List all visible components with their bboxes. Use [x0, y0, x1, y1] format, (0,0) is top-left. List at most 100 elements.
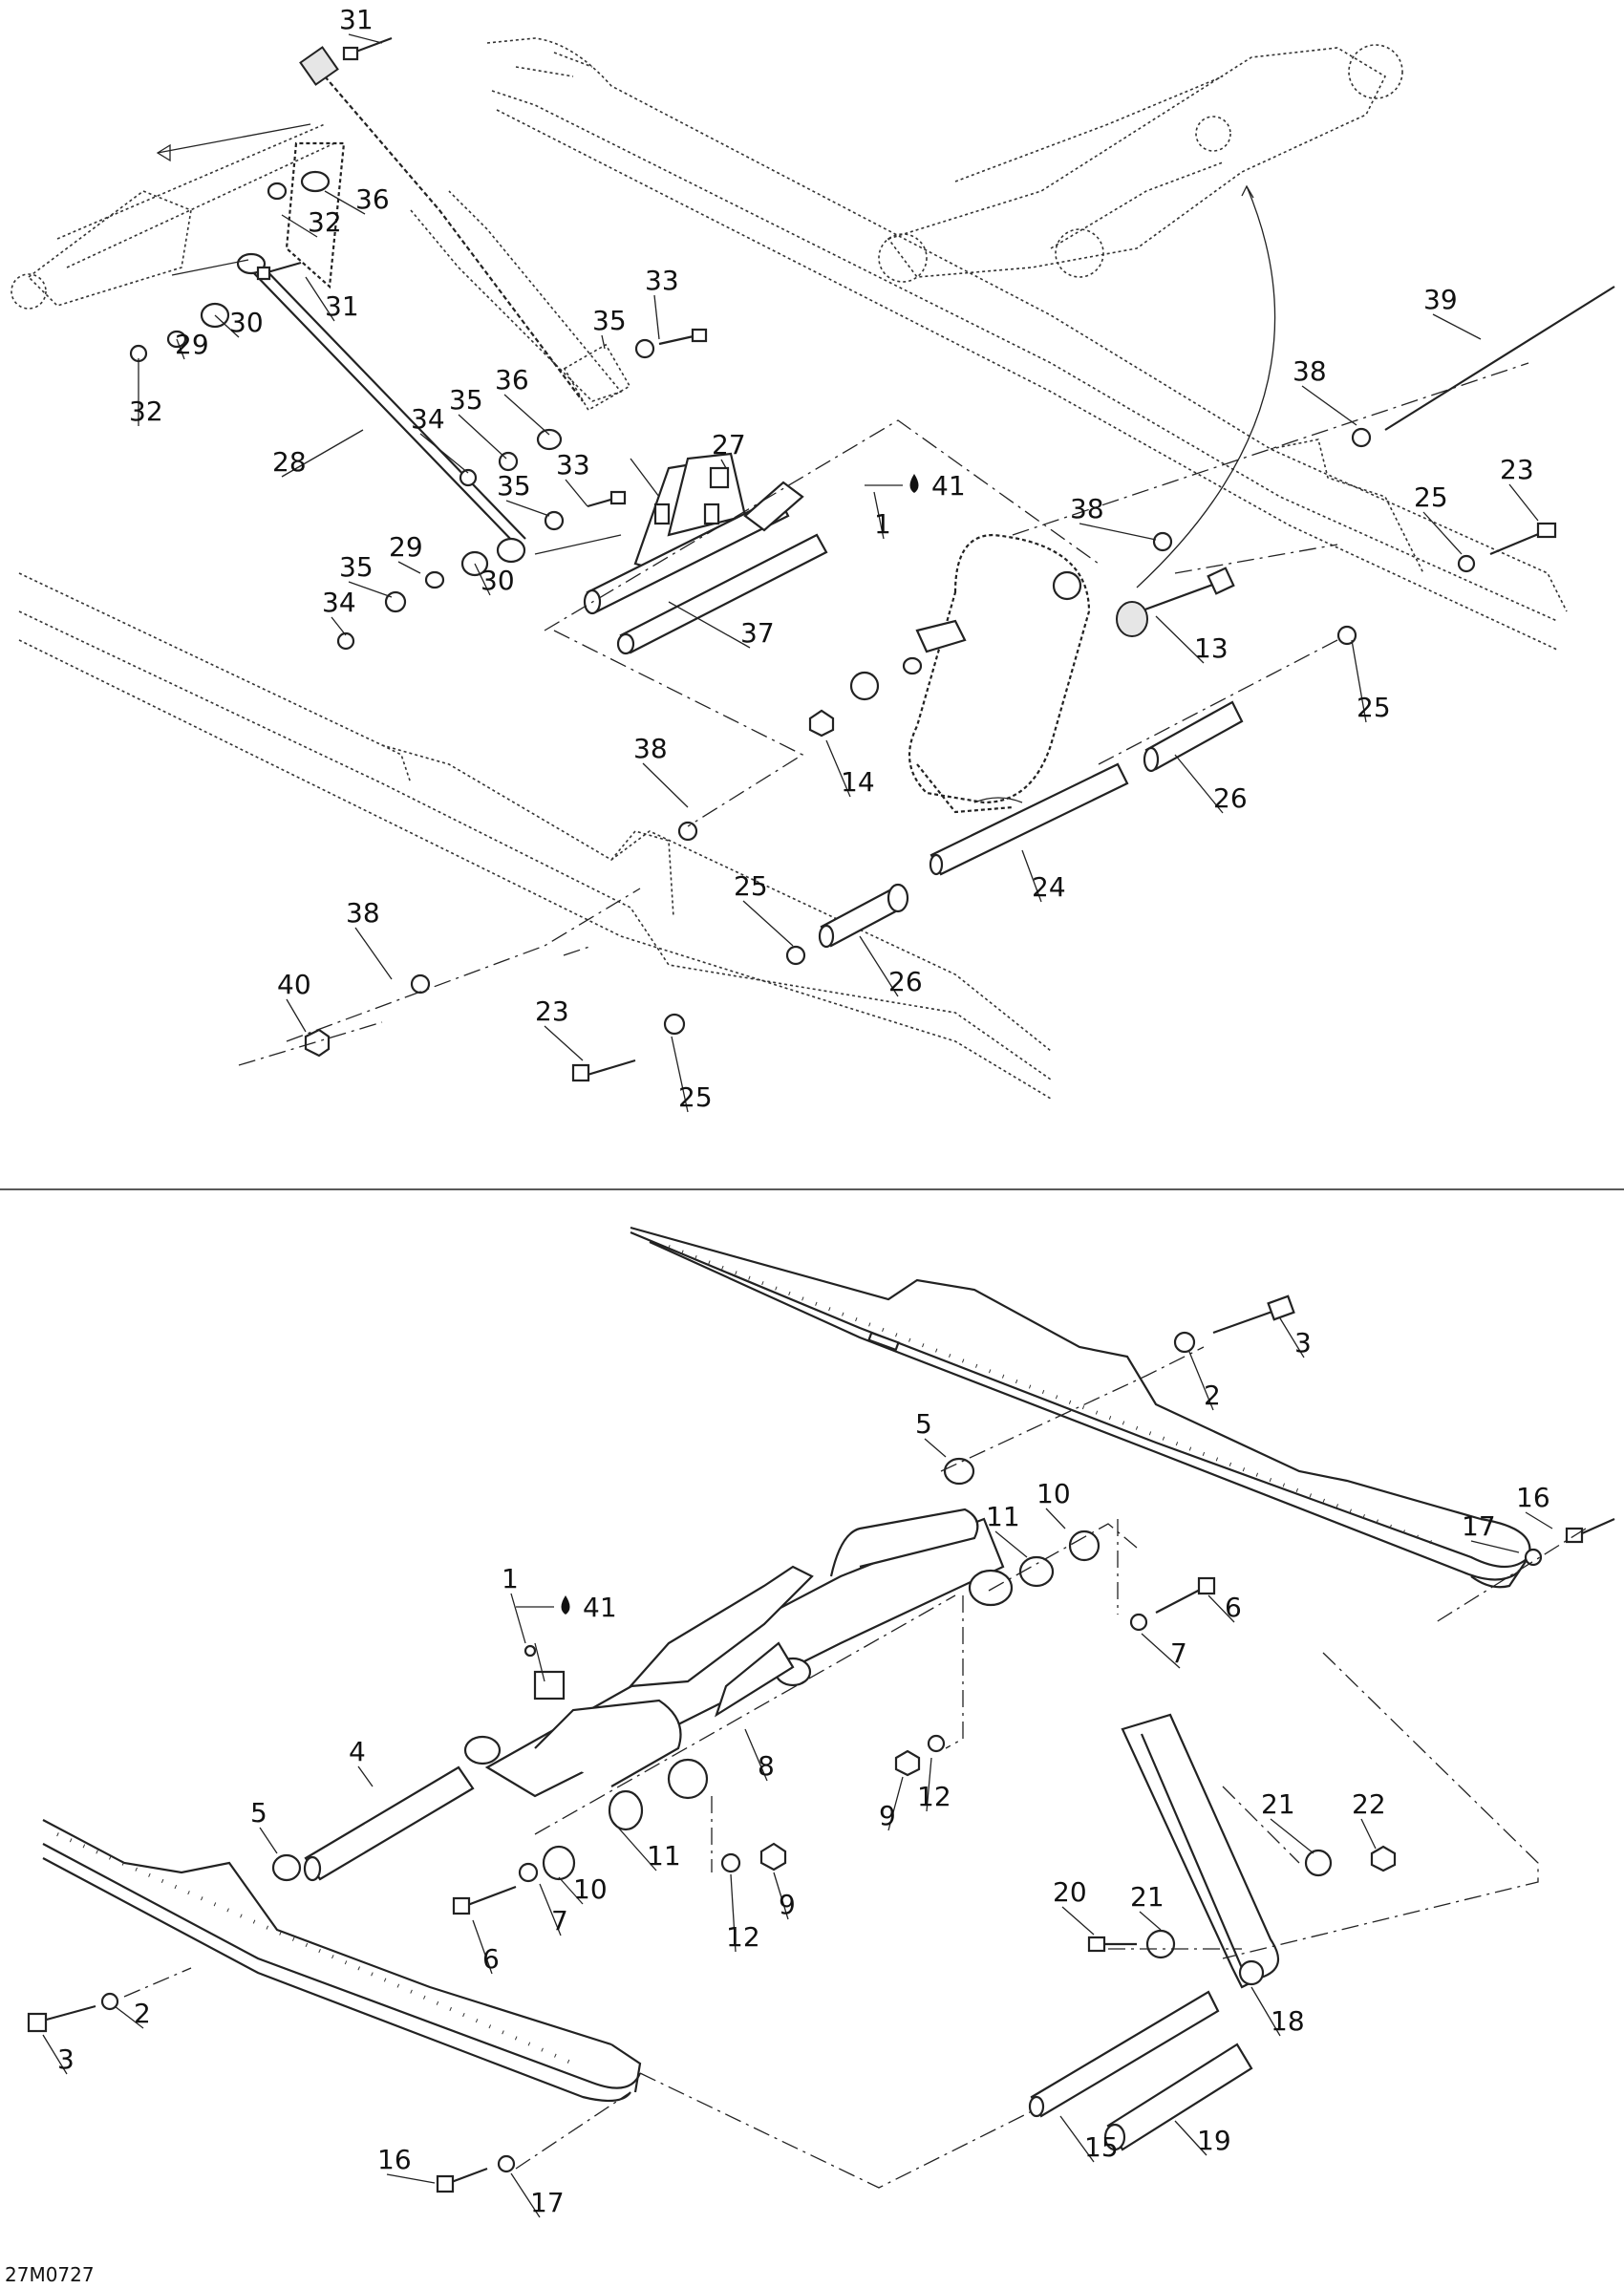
callout-l11b: 11: [647, 1840, 681, 1872]
leader-line: [386, 2173, 436, 2184]
callout-u37: 37: [740, 617, 775, 649]
leader-line: [458, 414, 507, 460]
oil-drop-icon: [561, 1595, 570, 1615]
leader-line: [1174, 2120, 1207, 2156]
callout-u28: 28: [272, 446, 307, 478]
leader-line: [994, 1530, 1028, 1558]
callout-u35b: 35: [449, 384, 483, 416]
callout-u27: 27: [712, 429, 746, 460]
callout-u38d: 38: [346, 897, 380, 929]
callout-u33b: 33: [556, 449, 590, 481]
callout-l3a: 3: [1294, 1327, 1312, 1358]
leader-line: [1061, 1906, 1095, 1936]
callout-u35d: 35: [339, 551, 374, 583]
callout-l9b: 9: [779, 1889, 796, 1920]
leader-line: [348, 581, 393, 598]
leader-line: [539, 1883, 562, 1936]
tubes-lower: [303, 1765, 1253, 2151]
callout-l17b: 17: [530, 2187, 565, 2218]
callout-l2a: 2: [1204, 1380, 1221, 1411]
leader-line: [887, 1776, 904, 1831]
leader-line: [1470, 1540, 1520, 1553]
leader-line: [1422, 511, 1463, 555]
callout-l5a: 5: [915, 1408, 932, 1440]
leader-line: [419, 433, 469, 474]
leader-line: [1155, 615, 1205, 664]
tubes-24-26: [818, 700, 1244, 949]
leader-line: [565, 479, 588, 507]
leader-line: [42, 2034, 68, 2075]
callout-l15: 15: [1084, 2131, 1119, 2163]
callout-l3b: 3: [57, 2043, 75, 2075]
callout-l41b: 41: [583, 1592, 617, 1623]
leader-line: [357, 1765, 374, 1787]
leader-line: [544, 1025, 584, 1061]
upper-damper-body: [285, 46, 584, 402]
callout-l8: 8: [758, 1750, 775, 1782]
callout-u36a: 36: [355, 183, 390, 215]
diagram-code: 27M0727: [5, 2263, 95, 2286]
callout-u30a: 30: [229, 307, 264, 338]
leader-line: [214, 314, 240, 338]
leader-line: [281, 214, 318, 238]
leader-line: [259, 1827, 278, 1854]
leader-line: [114, 2005, 144, 2029]
callout-l5b: 5: [250, 1797, 267, 1829]
callout-l7a: 7: [1170, 1637, 1187, 1669]
callout-u23b: 23: [535, 995, 569, 1027]
leader-line: [397, 561, 421, 574]
callout-l6a: 6: [1225, 1592, 1242, 1623]
rear-arm-assembly: [463, 1508, 1014, 1800]
callout-u32b: 32: [129, 396, 163, 427]
leader-line: [1045, 1508, 1066, 1530]
upper-hardware: [129, 36, 1615, 1082]
leader-line: [671, 1036, 689, 1113]
callout-l22: 22: [1352, 1788, 1386, 1820]
leader-line: [281, 429, 364, 478]
leader-line: [505, 500, 550, 517]
callout-l16b: 16: [377, 2144, 412, 2175]
leader-line: [354, 927, 393, 980]
callout-u35a: 35: [592, 305, 627, 336]
callout-u34b: 34: [322, 587, 356, 618]
left-rail-upper: [18, 572, 1052, 1100]
leader-line: [610, 1819, 657, 1872]
callout-l2b: 2: [134, 1998, 151, 2029]
leader-line: [1174, 754, 1224, 814]
leader-line: [510, 2172, 541, 2218]
leader-line: [1525, 1511, 1553, 1530]
callout-u14: 14: [841, 766, 875, 798]
alignment-lines-upper: [156, 123, 1529, 1066]
leader-line: [1432, 313, 1482, 340]
callout-u25b: 25: [1357, 692, 1391, 723]
left-rail-lower: [42, 1819, 642, 2103]
leader-line: [642, 762, 689, 808]
callout-l10b: 10: [573, 1873, 608, 1905]
leader-line: [510, 1593, 526, 1644]
callout-u41a: 41: [931, 470, 966, 502]
callout-u29b: 29: [389, 531, 423, 563]
leader-line: [744, 1728, 768, 1782]
front-arm-assembly-ghost: [878, 44, 1403, 283]
leader-line: [348, 33, 383, 44]
leader-line: [720, 459, 727, 469]
leader-line: [825, 739, 851, 798]
leader-line: [1270, 1818, 1314, 1854]
callout-u33a: 33: [645, 265, 679, 296]
leader-line: [474, 563, 491, 596]
callout-l12a: 12: [917, 1781, 951, 1812]
leader-line: [873, 491, 885, 540]
leader-line: [1207, 1594, 1235, 1623]
leader-line: [668, 601, 751, 649]
callout-u38c: 38: [633, 733, 668, 764]
leader-line: [286, 998, 307, 1033]
leader-line: [653, 294, 660, 340]
callout-u25a: 25: [1414, 481, 1448, 513]
suspension-arm-18: [1121, 1713, 1280, 1989]
callout-u25d: 25: [678, 1081, 713, 1113]
callout-u25c: 25: [734, 870, 768, 902]
callout-l21a: 21: [1261, 1788, 1295, 1820]
callout-l19: 19: [1197, 2125, 1231, 2156]
callout-u32a: 32: [308, 206, 342, 238]
